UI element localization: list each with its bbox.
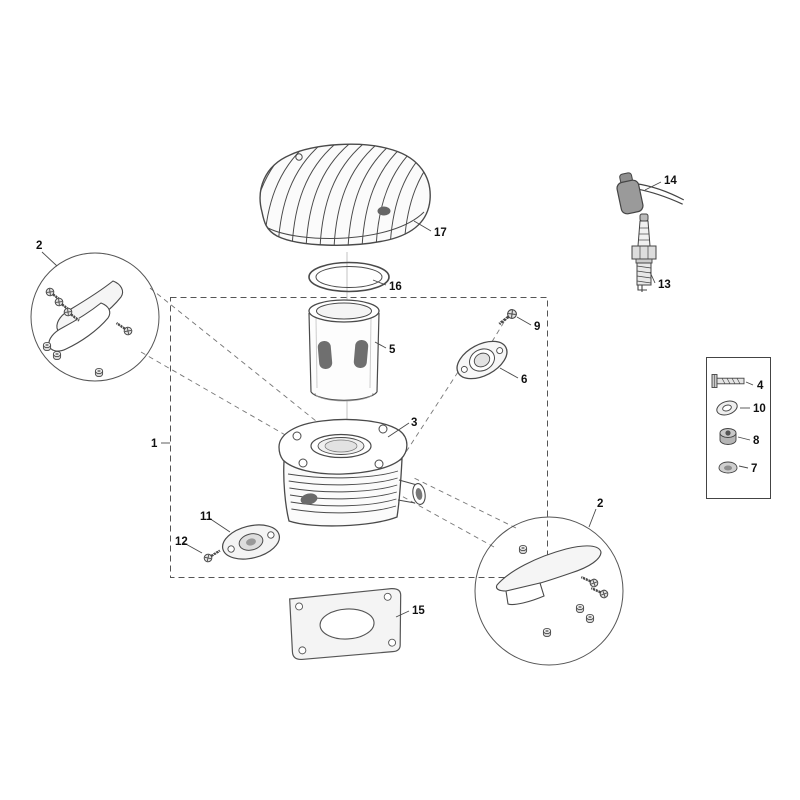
spark-plug-hole [377,206,391,216]
assembly-boundary-box [170,297,548,578]
callout-16: 16 [389,281,402,293]
detail-circle-right [474,516,624,666]
callout-6: 6 [521,374,527,386]
sleeve-port [353,339,369,369]
detail-circle-left [30,252,160,382]
callout-11: 11 [200,511,213,523]
cover-plate [221,524,281,560]
hardware-box [706,357,771,499]
shroud-bracket-foot [505,582,545,606]
callout-10: 10 [753,403,766,415]
stud-holes [292,424,388,469]
shroud-bracket-main [495,545,602,592]
spark-plug-cap [616,172,685,215]
callout-2-left: 2 [36,240,42,252]
callout-17: 17 [434,227,447,239]
head-ring-gasket [308,261,390,293]
callout-14: 14 [664,175,677,187]
hardware-cap-7 [718,461,738,474]
callout-4: 4 [757,380,764,392]
callout-7: 7 [751,463,757,475]
callout-1: 1 [151,438,158,450]
callout-8: 8 [753,435,760,447]
callout-13: 13 [658,279,671,291]
callout-2-right: 2 [597,498,603,510]
spark-plug [631,213,657,292]
hardware-washer-10 [716,400,738,416]
hardware-screw-4 [711,374,745,388]
cylinder-head [259,143,431,246]
base-gasket [289,588,402,661]
sleeve-port [317,340,333,370]
exhaust-flange [456,340,508,380]
cover-screw [201,546,224,565]
block-intake-port [300,493,318,505]
cylinder-block [278,418,426,527]
callout-3: 3 [411,417,417,429]
hardware-bushing-8 [719,428,737,445]
callout-labels: 2 17 16 5 9 6 3 1 14 13 4 10 8 7 11 12 2… [36,175,766,617]
block-fins [287,470,399,514]
callout-9: 9 [534,321,540,333]
callout-15: 15 [412,605,425,617]
callout-5: 5 [389,344,396,356]
callout-leader-lines [41,181,754,618]
flange-screw [495,306,520,329]
cylinder-sleeve [308,299,380,402]
callout-12: 12 [175,536,188,548]
shroud-bracket-lower [48,302,111,352]
